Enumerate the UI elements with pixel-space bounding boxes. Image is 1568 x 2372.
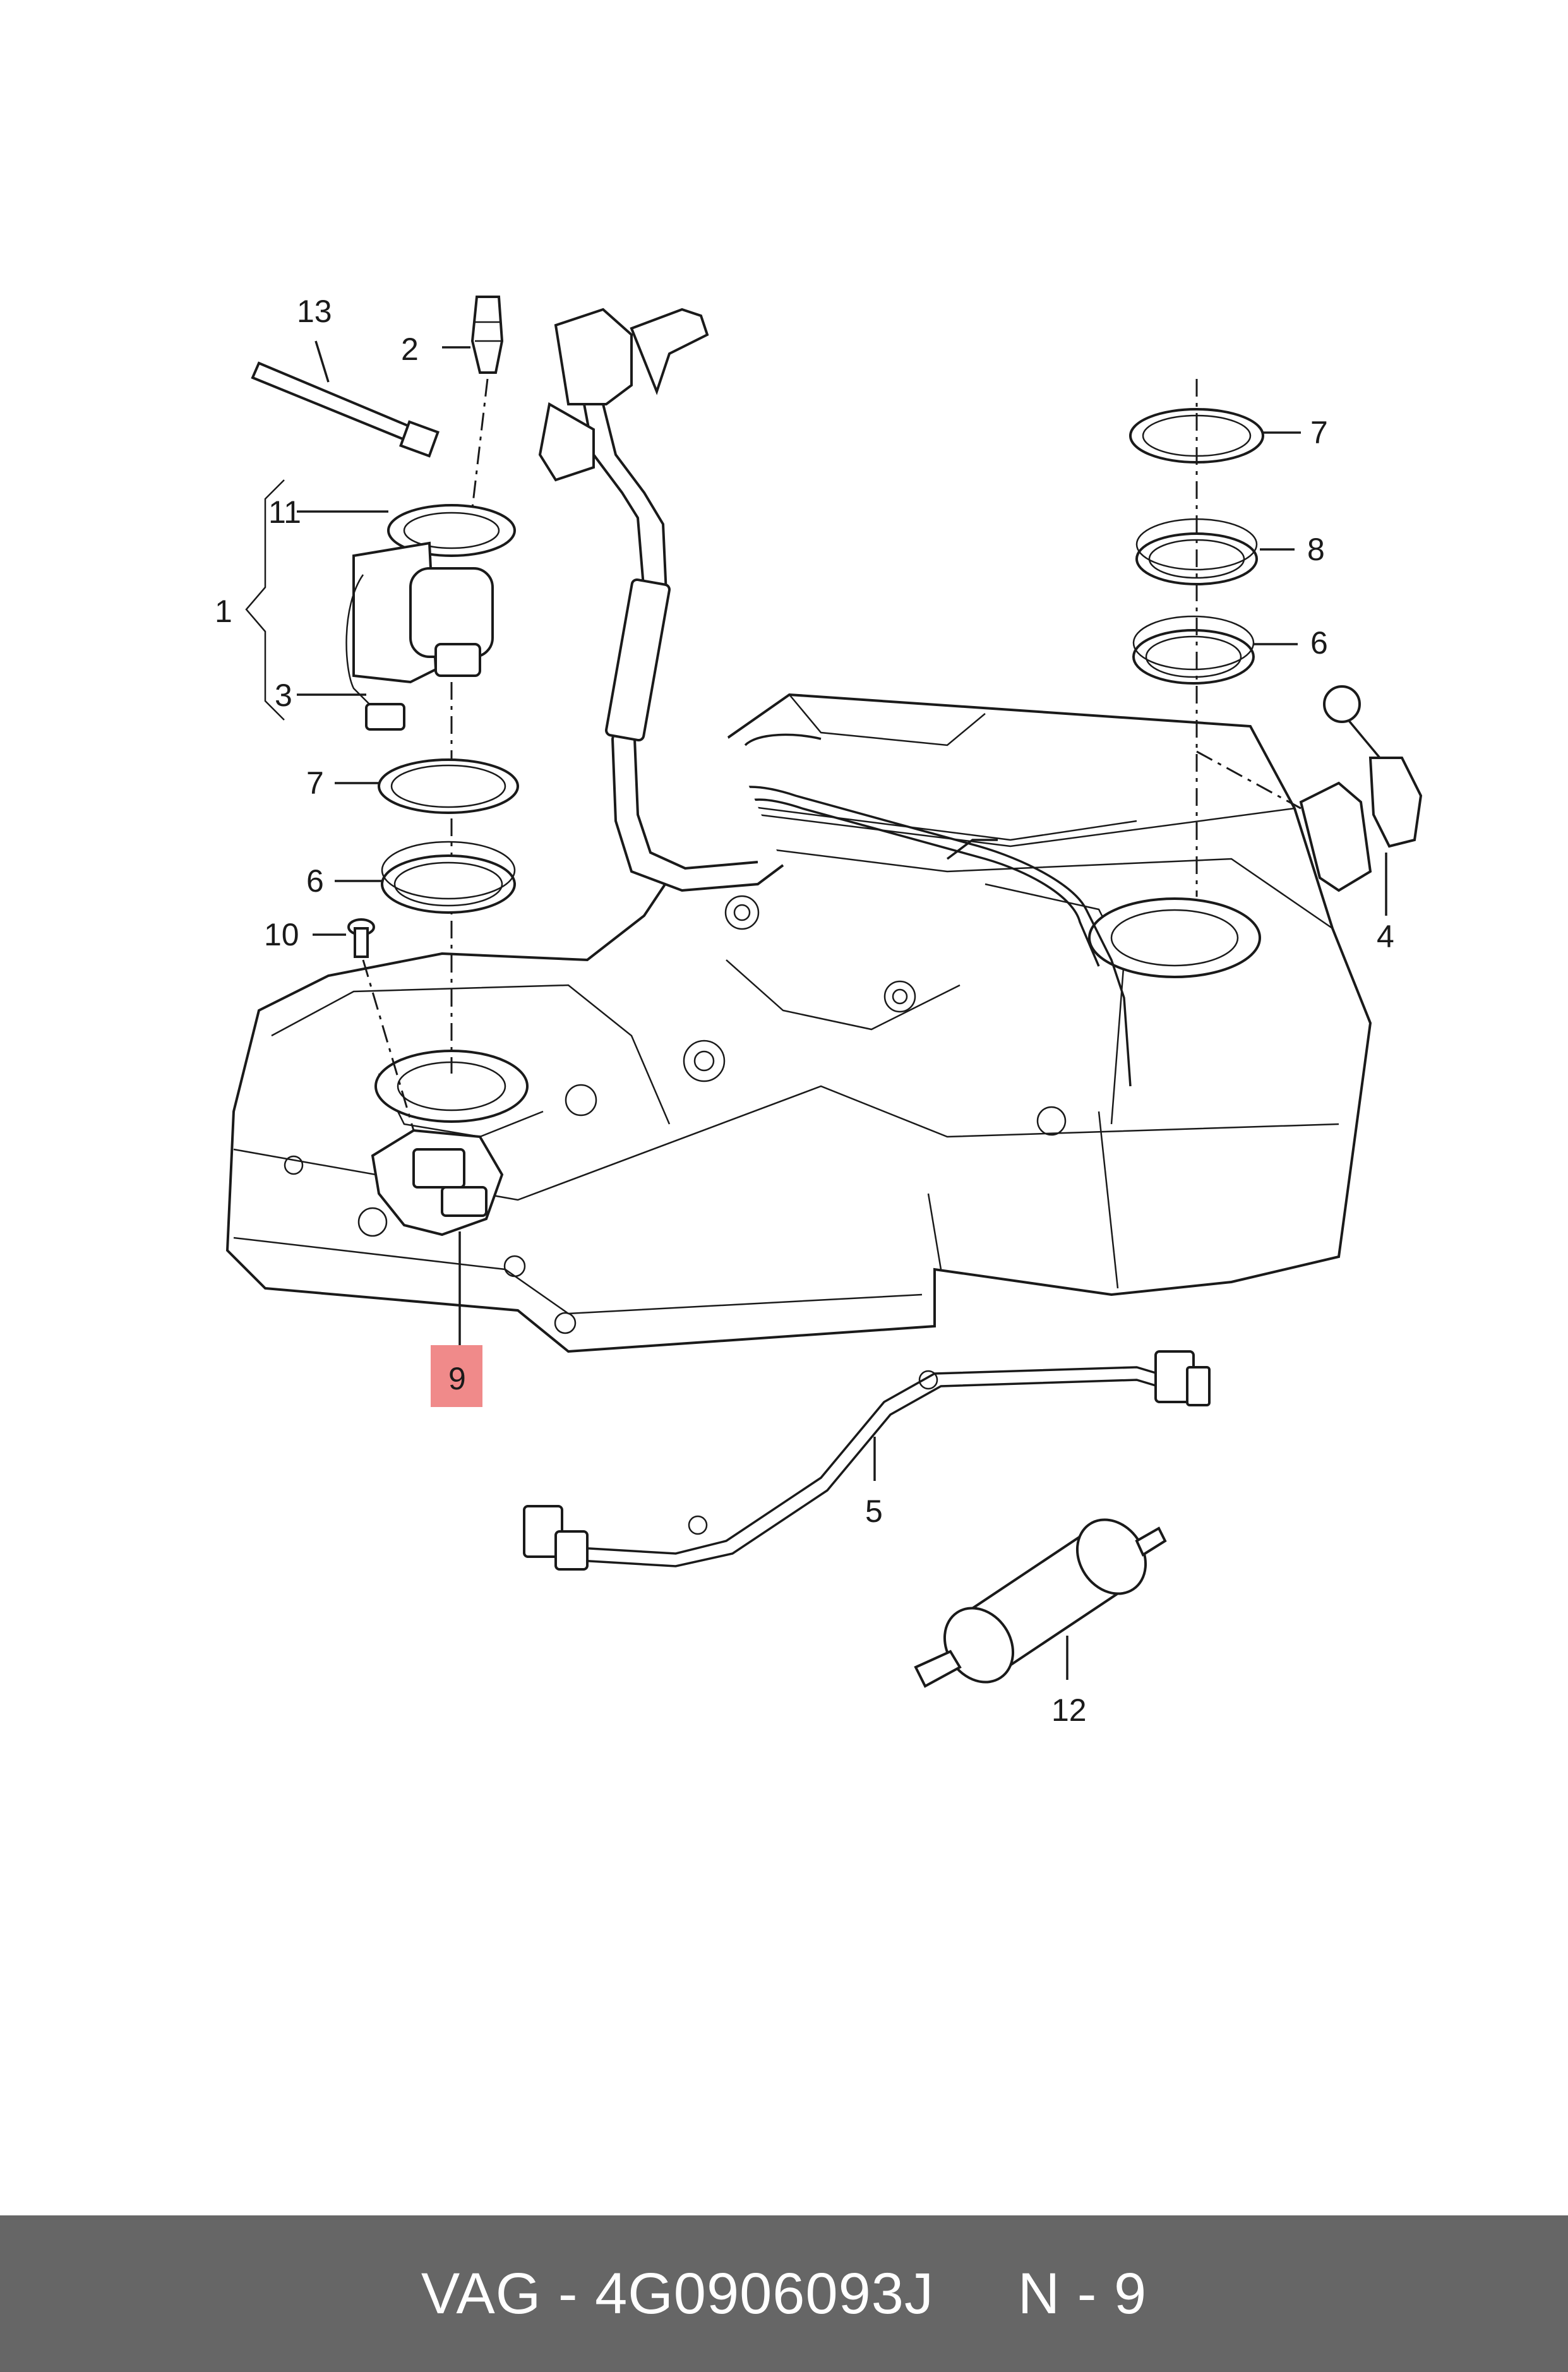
filler-neck: [538, 308, 784, 892]
part-12-fuel-filter: [914, 1518, 1167, 1688]
callout-5: 5: [865, 1494, 883, 1529]
footer-gap: [934, 2261, 1018, 2327]
footer-separator: -: [541, 2261, 595, 2326]
callout-6-left: 6: [306, 863, 324, 899]
callout-6-right: 6: [1310, 625, 1328, 661]
part-13-cable-tie: [251, 340, 440, 458]
callout-labels: 1 2 3 4 5 6 6 7 7 8 9 10 11 12 13: [215, 294, 1394, 1728]
left-rings: [335, 758, 519, 914]
right-rings: [1129, 379, 1301, 897]
footer-brand: VAG: [421, 2261, 542, 2326]
callout-7-right: 7: [1310, 415, 1328, 450]
highlight-box: [431, 1345, 482, 1407]
callout-4: 4: [1377, 919, 1394, 954]
callout-11: 11: [268, 494, 301, 530]
callout-10: 10: [264, 917, 299, 952]
footer-part-number: 4G0906093J: [595, 2261, 934, 2326]
callout-7-left: 7: [306, 765, 324, 801]
fuel-tank: [225, 693, 1372, 1353]
footer-bar: VAG - 4G0906093J N - 9: [0, 2215, 1568, 2372]
part-5-wiring-harness: [523, 1350, 1211, 1571]
callout-12: 12: [1051, 1692, 1087, 1728]
part-9-control-unit: [371, 1129, 504, 1407]
callout-9: 9: [448, 1361, 466, 1396]
callout-13: 13: [297, 294, 332, 329]
callout-2: 2: [401, 332, 419, 367]
part-10-screw: [313, 918, 415, 1131]
callout-1: 1: [215, 594, 232, 629]
callout-8: 8: [1307, 532, 1325, 567]
part-2-nipple: [442, 296, 504, 525]
callout-3: 3: [275, 678, 292, 713]
footer-position: N - 9: [1017, 2261, 1147, 2326]
part-4-level-sender: [1196, 685, 1423, 916]
